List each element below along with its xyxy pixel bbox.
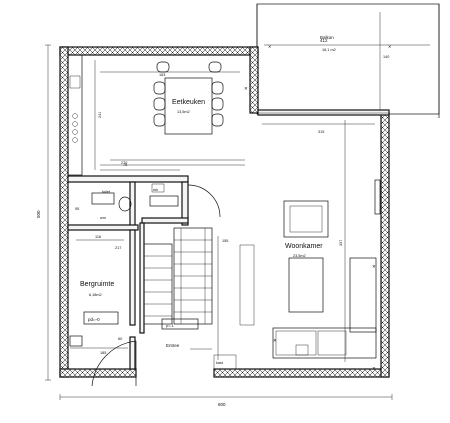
kitchen-depth-dim: 241	[98, 112, 102, 118]
cabinet-label: kast	[216, 361, 224, 365]
entrance: Entree kast	[91, 340, 237, 387]
wall-kitchen-right	[249, 46, 259, 114]
kitchen-area: 13,5m2	[177, 110, 190, 114]
dim-155: 155	[222, 239, 228, 243]
armchair	[283, 200, 329, 238]
toilet-bowl	[118, 196, 132, 212]
staircase: p=-1 155	[143, 227, 228, 360]
living-title: Woonkamer	[285, 243, 323, 250]
living-width-dim: 315	[318, 130, 324, 134]
wall-top	[59, 46, 259, 56]
living-room: 315 337 Woonkamer 23,5m2 ✕ ✕ ✕ ✕	[239, 86, 381, 371]
wall-bottom-right	[213, 368, 390, 378]
kitchen-width2-dim: 270	[121, 161, 127, 165]
storage-width-dim: 116	[95, 235, 101, 239]
toilet-area: toilet mk wm 95 75	[75, 163, 221, 220]
entrance-cabinet	[213, 354, 237, 370]
wall-bottom-left	[59, 368, 137, 378]
total-width-dim: 800	[218, 402, 226, 407]
stair-lower	[143, 243, 173, 325]
dimension-lines: 500 800	[36, 44, 393, 407]
dim-185: 185	[100, 351, 106, 355]
svg-text:✕: ✕	[244, 86, 248, 91]
svg-text:✕: ✕	[268, 45, 271, 49]
sofa	[272, 327, 377, 359]
chair	[211, 113, 224, 127]
stove-burner	[72, 113, 78, 119]
balcony-width-dim: 412	[320, 38, 328, 43]
washbasin	[91, 192, 115, 205]
chair	[211, 81, 224, 95]
level-box	[83, 311, 119, 325]
entrance-title: Entree	[166, 343, 180, 348]
svg-text:✕: ✕	[372, 366, 376, 371]
balcony: 412 140 Balkon 16,1 m2 ✕ ✕	[256, 3, 440, 118]
front-door-swing	[91, 340, 137, 387]
dim-60: 60	[118, 337, 122, 341]
sofa-side	[349, 257, 377, 333]
living-height-dim: 337	[339, 240, 343, 246]
wall-storage-right	[129, 229, 136, 326]
utility-unit	[149, 195, 179, 207]
kitchen-counter	[67, 54, 83, 176]
svg-text:✕: ✕	[273, 338, 277, 343]
wall-left	[59, 46, 69, 378]
chair	[153, 97, 166, 111]
wall-right	[380, 112, 390, 378]
outer-walls	[59, 46, 390, 378]
radiator	[374, 179, 381, 215]
kitchen-title: Eetkeuken	[172, 99, 205, 106]
dim-95: 95	[75, 207, 79, 211]
total-height-dim: 500	[36, 210, 41, 218]
meter-box	[69, 335, 83, 347]
dim-217: 217	[115, 246, 121, 250]
balcony-depth-dim: 140	[383, 55, 389, 59]
wm-label: wm	[100, 216, 106, 220]
sink	[69, 75, 81, 89]
balcony-sill	[257, 109, 390, 116]
interior-walls	[67, 175, 189, 370]
balcony-outline	[256, 3, 440, 115]
kitchen: Eetkeuken 13,5m2 163 241 270	[67, 54, 245, 176]
door-swing	[187, 184, 221, 218]
tv-cabinet	[239, 244, 255, 326]
chair	[211, 97, 224, 111]
svg-text:✕: ✕	[372, 264, 376, 269]
balcony-area: 16,1 m2	[322, 48, 336, 52]
stair-level-box	[161, 318, 199, 330]
living-area: 23,5m2	[293, 254, 306, 258]
chair	[153, 113, 166, 127]
utility-label: mk	[153, 188, 158, 192]
wall-kitchen-bottom	[67, 175, 189, 183]
dining-table	[164, 77, 213, 135]
coffee-table	[288, 257, 324, 313]
chair	[153, 81, 166, 95]
kitchen-width-dim: 163	[159, 73, 165, 77]
storage-title: Bergruimte	[80, 281, 114, 288]
storage-room: 116 Bergruimte 6,18m2 pd=-0 217 185 60	[69, 235, 128, 355]
level-label: pd=-0	[88, 317, 100, 322]
wall-storage-top	[67, 224, 139, 231]
dim-75: 75	[123, 163, 127, 167]
storage-area: 6,18m2	[89, 293, 102, 297]
stair-level: p=-1	[166, 324, 174, 328]
balcony-title: Balkon	[320, 35, 334, 40]
svg-text:✕: ✕	[388, 45, 391, 49]
toilet-label: toilet	[102, 190, 111, 194]
